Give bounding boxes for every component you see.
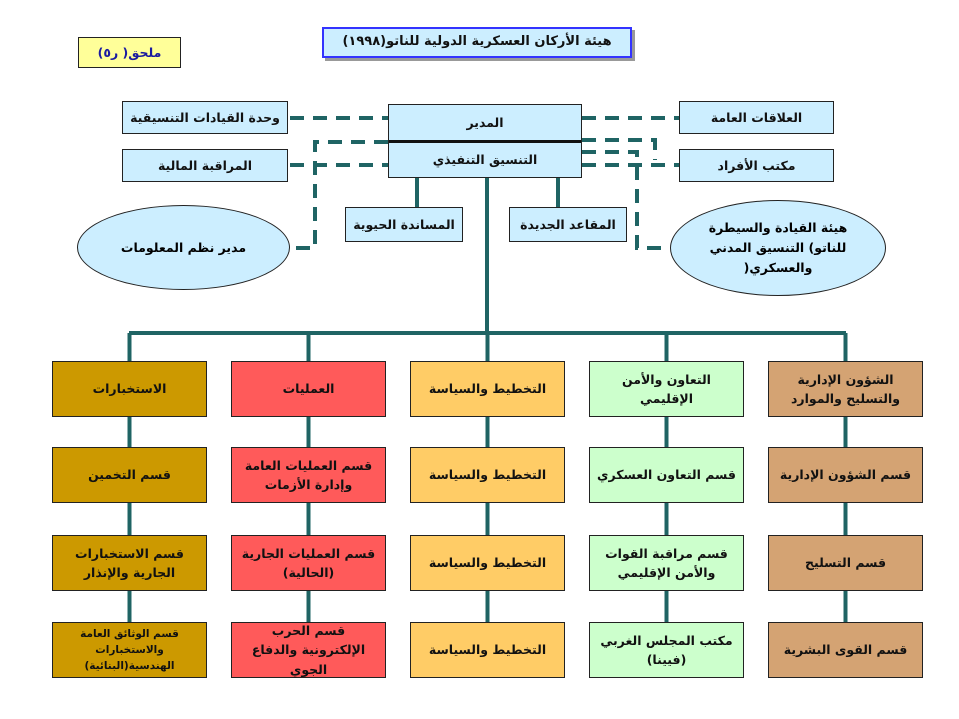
new-seats: المقاعد الجديدة	[509, 207, 627, 242]
vital-support: المساندة الحيوية	[345, 207, 463, 242]
section-plans-policy: التخطيط والسياسة	[410, 447, 565, 503]
section-intelligence: قسم التخمين	[52, 447, 207, 503]
section-admin-resources: قسم الشؤون الإدارية	[768, 447, 923, 503]
info-systems-manager: مدير نظم المعلومات	[77, 205, 290, 290]
coordination-units: وحدة القيادات التنسيقية	[122, 101, 288, 134]
section-operations: قسم الحرب الإلكترونية والدفاع الجوي	[231, 622, 386, 678]
section-operations: قسم العمليات العامة وإدارة الأزمات	[231, 447, 386, 503]
section-intelligence: قسم الاستخبارات الجارية والإنذار	[52, 535, 207, 591]
section-cooperation-security: مكتب المجلس الغربي (فيينا)	[589, 622, 744, 678]
section-cooperation-security: قسم مراقبة القوات والأمن الإقليمي	[589, 535, 744, 591]
division-plans-policy: التخطيط والسياسة	[410, 361, 565, 417]
division-intelligence: الاستخبارات	[52, 361, 207, 417]
chart-title: هيئة الأركان العسكرية الدولية للناتو(١٩٩…	[322, 27, 632, 58]
division-admin-resources: الشؤون الإدارية والتسليح والموارد	[768, 361, 923, 417]
director-box: المدير التنسيق التنفيذي	[388, 104, 582, 178]
section-admin-resources: قسم التسليح	[768, 535, 923, 591]
section-plans-policy: التخطيط والسياسة	[410, 535, 565, 591]
section-admin-resources: قسم القوى البشرية	[768, 622, 923, 678]
section-plans-policy: التخطيط والسياسة	[410, 622, 565, 678]
personnel-office: مكتب الأفراد	[679, 149, 834, 182]
section-cooperation-security: قسم التعاون العسكري	[589, 447, 744, 503]
director-title: المدير	[389, 105, 581, 143]
c3-agency: هيئة القيادة والسيطرة للناتو) التنسيق ال…	[670, 200, 886, 296]
section-intelligence: قسم الوثائق العامة والاستخبارات الهندسية…	[52, 622, 207, 678]
division-operations: العمليات	[231, 361, 386, 417]
executive-coordination: التنسيق التنفيذي	[432, 152, 538, 168]
annex-label: ملحق( ر٥)	[78, 37, 181, 68]
public-relations: العلاقات العامة	[679, 101, 834, 134]
section-operations: قسم العمليات الجارية (الحالية)	[231, 535, 386, 591]
division-cooperation-security: التعاون والأمن الإقليمي	[589, 361, 744, 417]
financial-control: المراقبة المالية	[122, 149, 288, 182]
